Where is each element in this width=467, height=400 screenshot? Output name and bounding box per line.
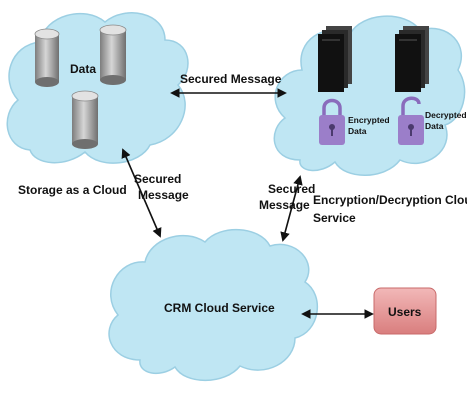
users-box bbox=[373, 287, 437, 335]
encryption-cloud: Encrypted Data Decrypted Data Encryption… bbox=[273, 15, 467, 225]
storage-cloud-caption: Storage as a Cloud bbox=[18, 183, 127, 197]
encryption-cloud-shape bbox=[273, 15, 466, 176]
database-cylinder-icon bbox=[71, 90, 99, 149]
right-label-line1: Secured bbox=[268, 182, 315, 196]
arrow-storage-crm bbox=[121, 148, 162, 238]
crm-cloud-label: CRM Cloud Service bbox=[164, 301, 275, 315]
encryption-caption-line2: Service bbox=[313, 211, 356, 225]
encrypted-label-line1: Encrypted bbox=[348, 115, 390, 125]
decrypted-label-line2: Data bbox=[425, 121, 444, 131]
secured-message-left-label: Secured Message bbox=[134, 172, 189, 202]
encrypted-label-line2: Data bbox=[348, 126, 367, 136]
crm-cloud-shape bbox=[108, 229, 319, 382]
crm-cloud: CRM Cloud Service bbox=[108, 229, 319, 382]
right-label-line2: Message bbox=[259, 198, 310, 212]
encryption-caption-line1: Encryption/Decryption Cloud bbox=[313, 193, 467, 207]
encrypted-data-label: Encrypted Data bbox=[348, 115, 392, 136]
arrow-encryption-crm bbox=[280, 175, 303, 242]
database-cylinder-icon bbox=[99, 24, 127, 85]
left-label-line1: Secured bbox=[134, 172, 181, 186]
storage-cloud: Data Storage as a Cloud bbox=[6, 12, 189, 197]
encryption-cloud-caption: Encryption/Decryption Cloud Service bbox=[313, 193, 467, 225]
database-cylinder-icon bbox=[34, 28, 60, 87]
secured-message-top-label: Secured Message bbox=[180, 72, 282, 86]
storage-data-label: Data bbox=[70, 62, 96, 76]
left-label-line2: Message bbox=[138, 188, 189, 202]
lock-open-icon bbox=[398, 96, 424, 145]
lock-closed-icon bbox=[319, 98, 345, 145]
users-node: Users bbox=[373, 287, 437, 335]
connectors bbox=[121, 88, 374, 319]
decrypted-data-label: Decrypted Data bbox=[425, 110, 467, 131]
users-label: Users bbox=[388, 305, 422, 319]
server-stack-icon bbox=[395, 26, 429, 92]
server-stack-icon bbox=[318, 26, 352, 92]
decrypted-label-line1: Decrypted bbox=[425, 110, 467, 120]
secured-message-right-label: Secured Message bbox=[259, 182, 319, 212]
